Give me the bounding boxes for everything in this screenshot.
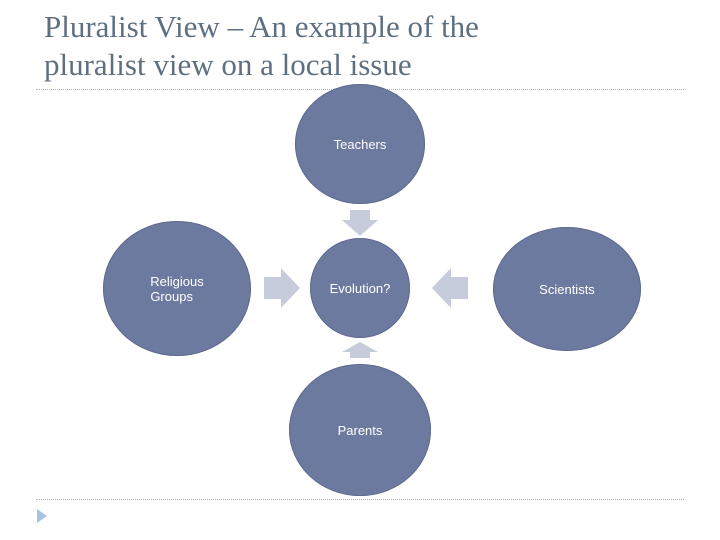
arrow-left-icon [430, 268, 470, 308]
arrow-up-icon [340, 338, 380, 378]
node-scientists: Scientists [493, 227, 641, 351]
node-parents: Parents [289, 364, 431, 496]
node-teachers: Teachers [295, 84, 425, 204]
bottom-divider [36, 499, 684, 500]
arrow-down-icon [340, 208, 380, 248]
node-religious-groups-label: Religious Groups [150, 274, 203, 304]
node-religious-groups-label-line-2: Groups [150, 288, 193, 304]
arrow-left-shape [432, 268, 468, 308]
slide-title: Pluralist View – An example of the plura… [44, 8, 684, 84]
node-religious-groups: Religious Groups [103, 221, 251, 356]
arrow-right-icon [262, 268, 302, 308]
slide-title-line-2: pluralist view on a local issue [44, 47, 412, 82]
arrow-down-shape [342, 210, 378, 236]
node-scientists-label: Scientists [539, 281, 595, 297]
node-evolution: Evolution? [310, 238, 410, 338]
arrow-up-shape [342, 342, 378, 358]
node-teachers-label: Teachers [333, 136, 387, 152]
arrow-right-shape [264, 268, 300, 308]
node-religious-groups-label-line-1: Religious [150, 273, 204, 289]
node-evolution-label: Evolution? [329, 280, 391, 296]
node-parents-label: Parents [337, 422, 383, 438]
slide-bullet-icon [37, 509, 47, 523]
slide-title-line-1: Pluralist View – An example of the [44, 9, 479, 44]
